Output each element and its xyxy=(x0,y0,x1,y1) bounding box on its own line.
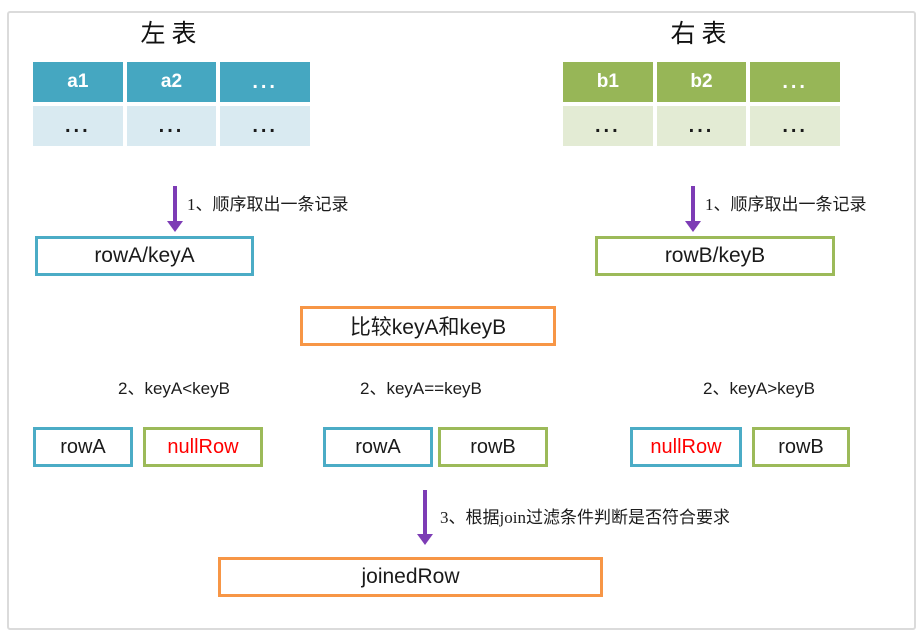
branch-label-keyA-eq-keyB: 2、keyA==keyB xyxy=(360,379,482,398)
branch1-rowA-box: rowA xyxy=(33,427,133,467)
right-table-header-cell: b1 xyxy=(563,62,653,102)
step3-label: 3、根据join过滤条件判断是否符合要求 xyxy=(440,508,730,527)
down-arrow-icon xyxy=(417,490,433,546)
right-table-header-cell: ... xyxy=(750,62,840,102)
left-table-header-cell: a1 xyxy=(33,62,123,102)
left-table-header-cell: ... xyxy=(220,62,310,102)
step1-right-label: 1、顺序取出一条记录 xyxy=(705,195,867,214)
right-table-data-cell: ... xyxy=(656,106,747,146)
compare-keys-box: 比较keyA和keyB xyxy=(300,306,556,346)
rowA-keyA-box: rowA/keyA xyxy=(35,236,254,276)
branch3-nullRow-box: nullRow xyxy=(630,427,742,467)
branch2-rowA-box: rowA xyxy=(323,427,433,467)
down-arrow-icon xyxy=(685,186,701,232)
left-table-data-cell: ... xyxy=(126,106,217,146)
left-table-header-cell: a2 xyxy=(126,62,217,102)
joinedRow-box: joinedRow xyxy=(218,557,603,597)
right-table-header-cell: b2 xyxy=(656,62,747,102)
right-table-title: 右表 xyxy=(670,21,733,48)
branch-label-keyA-gt-keyB: 2、keyA>keyB xyxy=(703,379,815,398)
left-table-title: 左表 xyxy=(140,21,203,48)
left-table-data-cell: ... xyxy=(220,106,310,146)
rowB-keyB-box: rowB/keyB xyxy=(595,236,835,276)
branch-label-keyA-lt-keyB: 2、keyA<keyB xyxy=(118,379,230,398)
branch2-rowB-box: rowB xyxy=(438,427,548,467)
down-arrow-icon xyxy=(167,186,183,232)
right-table-data-cell: ... xyxy=(750,106,840,146)
step1-left-label: 1、顺序取出一条记录 xyxy=(187,195,349,214)
left-table: a1 a2 ... ... ... ... xyxy=(33,62,310,146)
branch3-rowB-box: rowB xyxy=(752,427,850,467)
left-table-data-cell: ... xyxy=(33,106,123,146)
right-table: b1 b2 ... ... ... ... xyxy=(563,62,840,146)
right-table-data-cell: ... xyxy=(563,106,653,146)
branch1-nullRow-box: nullRow xyxy=(143,427,263,467)
